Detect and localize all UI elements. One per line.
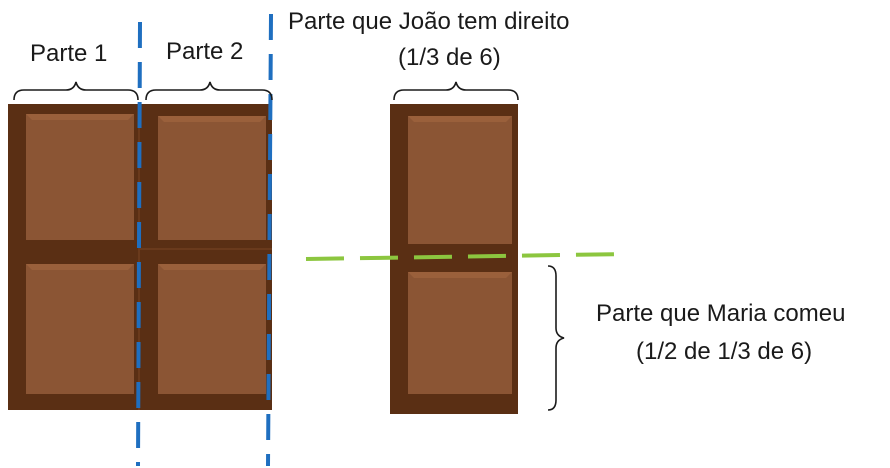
chocolate-bar-joao xyxy=(390,104,518,414)
label-maria-title: Parte que Maria comeu xyxy=(596,300,846,327)
bracket-part1 xyxy=(13,81,139,101)
label-part2: Parte 2 xyxy=(166,38,244,65)
label-maria-fraction: (1/2 de 1/3 de 6) xyxy=(636,338,813,365)
bracket-joao xyxy=(393,81,519,101)
divider-line-right xyxy=(266,13,273,467)
chocolate-piece xyxy=(8,254,138,410)
chocolate-piece xyxy=(140,250,272,410)
chocolate-piece xyxy=(390,258,518,414)
bracket-maria xyxy=(547,265,565,411)
chocolate-piece xyxy=(8,104,138,254)
chocolate-bar-whole xyxy=(8,104,272,410)
label-part1: Parte 1 xyxy=(30,40,108,67)
label-joao-title: Parte que João tem direito xyxy=(288,8,570,35)
chocolate-piece xyxy=(390,104,518,258)
bracket-part2 xyxy=(145,81,273,101)
chocolate-piece xyxy=(140,104,272,248)
label-joao-fraction: (1/3 de 6) xyxy=(398,44,501,71)
divider-line-left xyxy=(136,21,142,467)
